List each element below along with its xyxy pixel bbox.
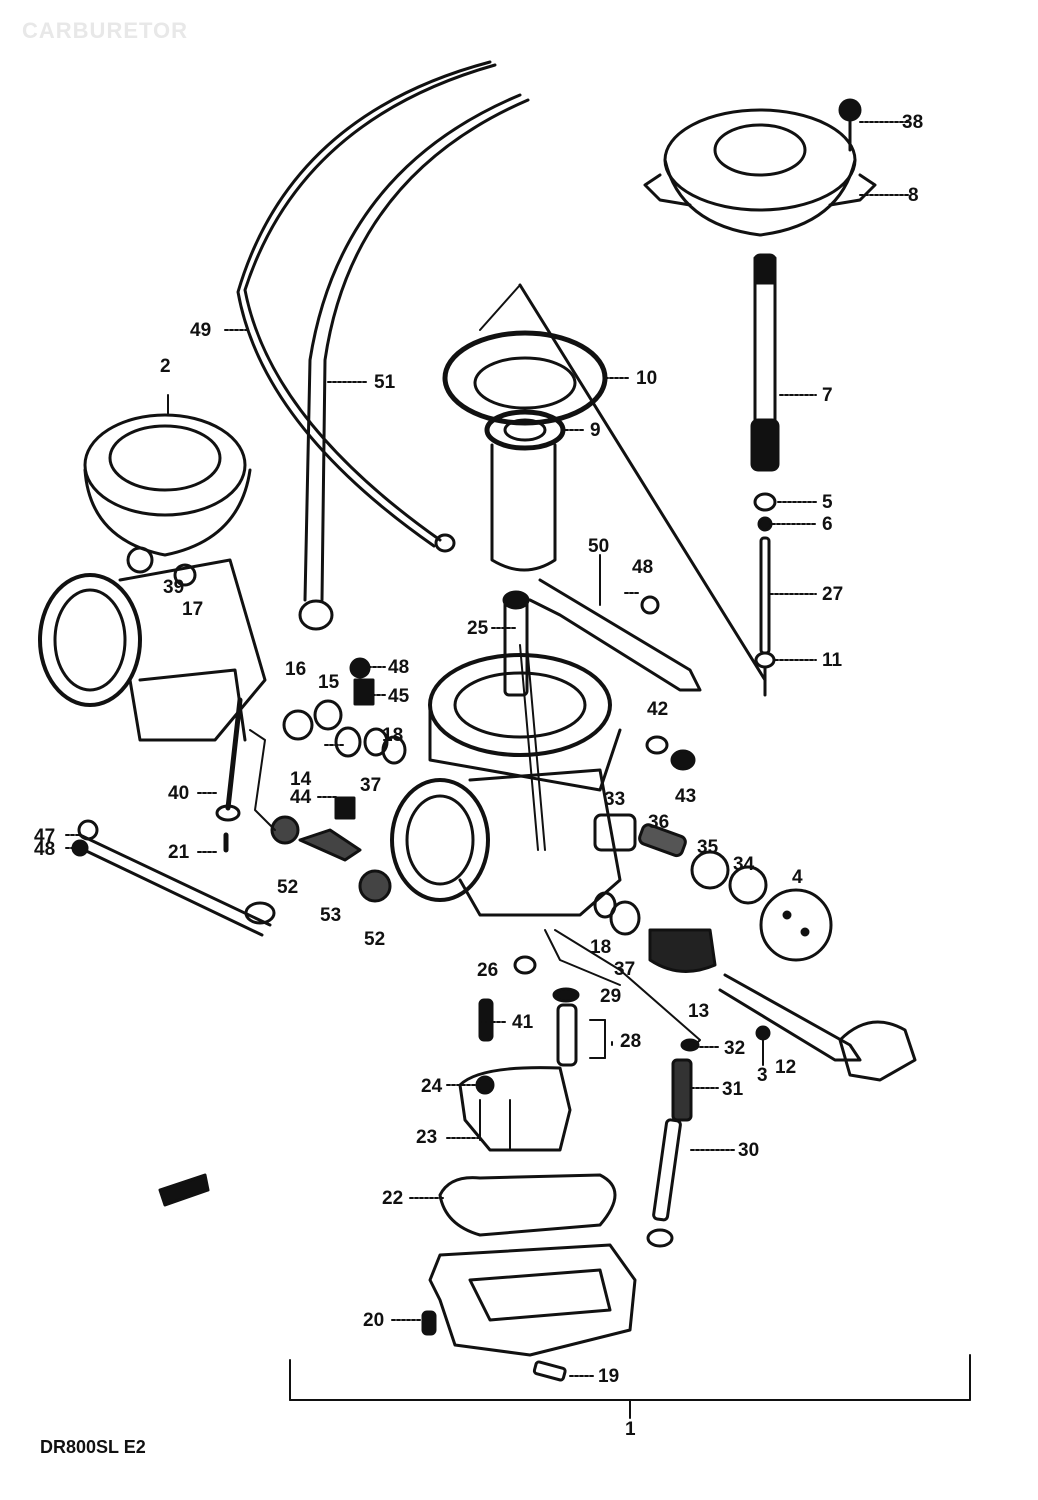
callout-24: 24 xyxy=(421,1076,443,1097)
callout-42: 42 xyxy=(647,699,669,720)
diagram-title: CARBURETOR xyxy=(22,18,189,43)
callout-50: 50 xyxy=(588,536,610,557)
fuel-hoses xyxy=(236,60,530,631)
callout-19: 19 xyxy=(598,1366,620,1387)
callout-34: 34 xyxy=(733,854,755,875)
callout-52-left: 52 xyxy=(277,877,299,898)
callout-52-right: 52 xyxy=(364,929,386,950)
callout-43: 43 xyxy=(675,786,697,807)
leader-lines xyxy=(65,329,736,1377)
float-bowl xyxy=(421,1173,637,1382)
callout-18-right: 18 xyxy=(590,937,612,958)
callout-47: 47 xyxy=(34,826,56,847)
callout-25: 25 xyxy=(467,618,489,639)
callout-21: 21 xyxy=(168,842,190,863)
callout-9: 9 xyxy=(590,420,601,441)
callout-5: 5 xyxy=(822,492,833,513)
spring-and-needle xyxy=(750,253,817,697)
callout-48-top: 48 xyxy=(388,657,410,678)
callout-37-right: 37 xyxy=(614,959,636,980)
callout-14: 14 xyxy=(290,769,312,790)
callout-23: 23 xyxy=(416,1127,438,1148)
callout-16: 16 xyxy=(285,659,307,680)
callout-32: 32 xyxy=(724,1038,746,1059)
callout-15: 15 xyxy=(318,672,340,693)
callout-29: 29 xyxy=(600,986,622,1007)
callout-27: 27 xyxy=(822,584,844,605)
callout-40: 40 xyxy=(168,783,190,804)
callout-20: 20 xyxy=(363,1310,385,1331)
callout-49: 49 xyxy=(190,320,212,341)
jets-and-screws xyxy=(478,955,771,1248)
callout-36: 36 xyxy=(648,812,670,833)
callout-4: 4 xyxy=(792,867,803,888)
small-parts-left xyxy=(215,657,407,903)
chamber-cover xyxy=(643,98,909,237)
callout-30: 30 xyxy=(738,1140,760,1161)
assembly-bracket xyxy=(289,1354,971,1419)
diaphragm-and-piston xyxy=(442,283,767,682)
callout-51: 51 xyxy=(374,372,396,393)
callout-2: 2 xyxy=(160,356,171,377)
main-carburetor-body xyxy=(390,590,701,1051)
callout-35: 35 xyxy=(697,837,719,858)
callout-45: 45 xyxy=(388,686,410,707)
callout-48-bracket: 48 xyxy=(632,557,654,578)
callout-13: 13 xyxy=(688,1001,710,1022)
callout-7: 7 xyxy=(822,385,833,406)
callout-3: 3 xyxy=(757,1065,768,1086)
callout-26: 26 xyxy=(477,960,499,981)
right-side-parts xyxy=(593,735,917,1082)
linkage-rod xyxy=(71,819,276,937)
callout-31: 31 xyxy=(722,1079,744,1100)
callout-10: 10 xyxy=(636,368,658,389)
float xyxy=(458,1066,572,1152)
callout-39: 39 xyxy=(163,577,185,598)
callout-6: 6 xyxy=(822,514,833,535)
callout-18-left: 18 xyxy=(382,725,404,746)
callout-44: 44 xyxy=(290,787,312,808)
callout-38: 38 xyxy=(902,112,924,133)
callout-22: 22 xyxy=(382,1188,404,1209)
callout-12: 12 xyxy=(775,1057,797,1078)
left-carburetor xyxy=(38,394,267,742)
callout-1-assembly: 1 xyxy=(625,1419,636,1440)
callout-11: 11 xyxy=(822,650,843,671)
throttle-bracket xyxy=(528,554,702,692)
callout-33: 33 xyxy=(604,789,626,810)
callout-8: 8 xyxy=(908,185,919,206)
callout-53: 53 xyxy=(320,905,342,926)
callout-17: 17 xyxy=(182,599,204,620)
callout-37-left: 37 xyxy=(360,775,382,796)
model-code: DR800SL E2 xyxy=(40,1437,146,1457)
callout-48-linkage: 48 xyxy=(34,839,56,860)
callout-41: 41 xyxy=(512,1012,534,1033)
callout-28: 28 xyxy=(620,1031,642,1052)
choke-label-tag xyxy=(158,1173,210,1207)
